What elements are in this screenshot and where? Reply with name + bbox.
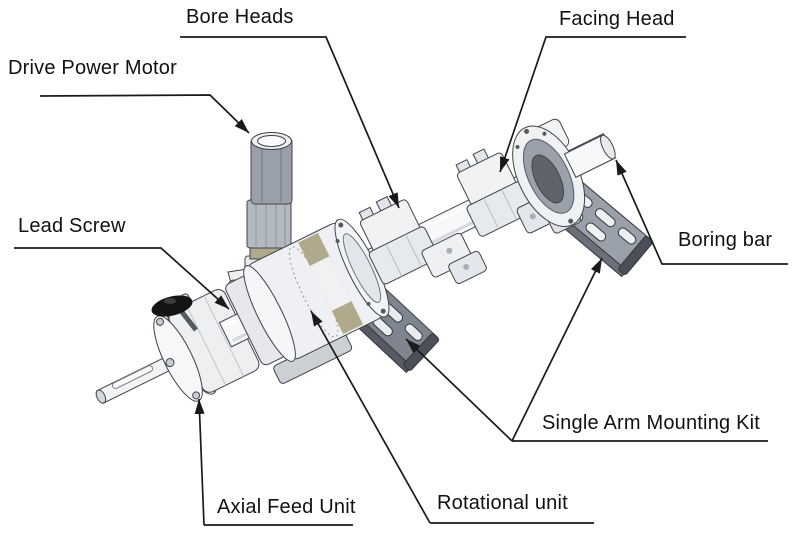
label-lead-screw: Lead Screw: [18, 215, 126, 237]
facing-head-ring-part: [512, 118, 586, 227]
leader-boring-bar: [615, 159, 788, 265]
boring-bar-tip: [563, 134, 616, 178]
leader-lead-screw: [14, 247, 230, 310]
leader-facing-head: [499, 36, 686, 173]
leader-drive-power-motor: [39, 94, 250, 134]
label-rotational-unit: Rotational unit: [437, 492, 568, 514]
leader-single-arm-right: [511, 257, 603, 442]
label-boring-bar: Boring bar: [678, 229, 773, 251]
leader-axial-feed-unit: [194, 398, 205, 526]
bore-head-part: [358, 196, 487, 285]
label-facing-head: Facing Head: [559, 8, 675, 30]
label-single-arm-mounting-kit: Single Arm Mounting Kit: [542, 412, 761, 434]
label-bore-heads: Bore Heads: [186, 6, 294, 28]
label-axial-feed-unit: Axial Feed Unit: [217, 496, 356, 518]
label-drive-power-motor: Drive Power Motor: [8, 57, 177, 79]
rotational-unit-part: [225, 218, 390, 384]
leader-bore-heads: [180, 36, 400, 209]
hand-knob-part: [151, 295, 198, 332]
leader-single-arm-left: [405, 338, 513, 442]
leader-rotational-unit: [310, 310, 431, 524]
axial-feed-unit-part: [153, 289, 260, 402]
